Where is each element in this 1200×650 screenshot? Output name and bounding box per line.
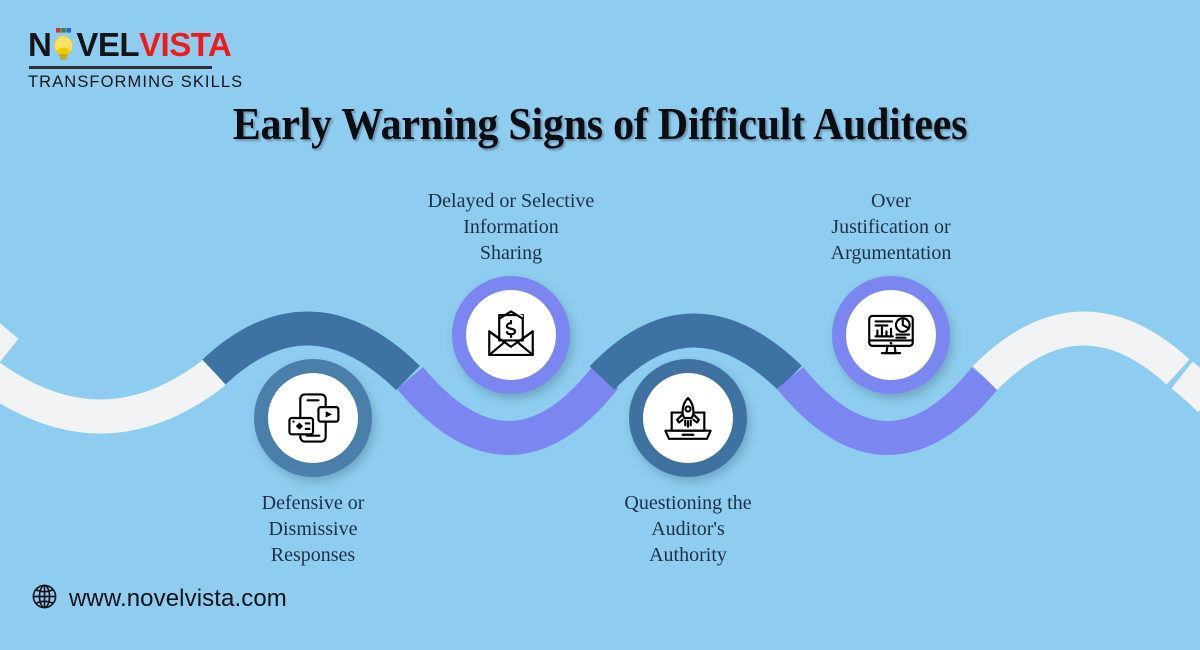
- logo-text-vista: VISTA: [139, 26, 232, 63]
- wave-arc-white-edge: [0, 323, 19, 363]
- node-over-justification-label: Over Justification or Argumentation: [830, 190, 952, 264]
- page-title: Early Warning Signs of Difficult Auditee…: [232, 99, 968, 149]
- website-url: www.novelvista.com: [69, 585, 287, 612]
- logo-divider: [29, 66, 212, 69]
- lightbulb-icon: [51, 28, 76, 61]
- wave-arc-white-right: [972, 311, 1190, 391]
- node-delayed-ring[interactable]: [452, 276, 570, 394]
- brand-logo[interactable]: N VEL VISTA TRANSFORMING SKILLS: [28, 26, 244, 92]
- node-defensive-label: Defensive or Dismissive Responses: [261, 492, 365, 566]
- laptop-rocket-icon: [659, 389, 717, 447]
- logo-tagline: TRANSFORMING SKILLS: [28, 73, 244, 91]
- node-delayed-label: Delayed or Selective Information Sharing: [427, 190, 595, 264]
- node-questioning-ring[interactable]: [629, 359, 747, 477]
- wave-arc-white-left: [0, 358, 226, 434]
- logo-text-vel: VEL: [76, 26, 140, 63]
- node-over-justification-ring[interactable]: [832, 276, 950, 394]
- globe-icon: [31, 583, 58, 615]
- logo-wordmark: N VEL VISTA: [28, 26, 232, 63]
- smartphone-video-icon: [284, 389, 342, 447]
- footer[interactable]: www.novelvista.com: [31, 583, 287, 615]
- envelope-money-icon: [482, 306, 540, 364]
- logo-text-n: N: [28, 26, 52, 63]
- wave-arc-white-edge-right: [1171, 361, 1200, 413]
- node-questioning-label: Questioning the Auditor's Authority: [624, 492, 752, 566]
- monitor-analytics-icon: [862, 306, 920, 364]
- node-defensive-ring[interactable]: [254, 359, 372, 477]
